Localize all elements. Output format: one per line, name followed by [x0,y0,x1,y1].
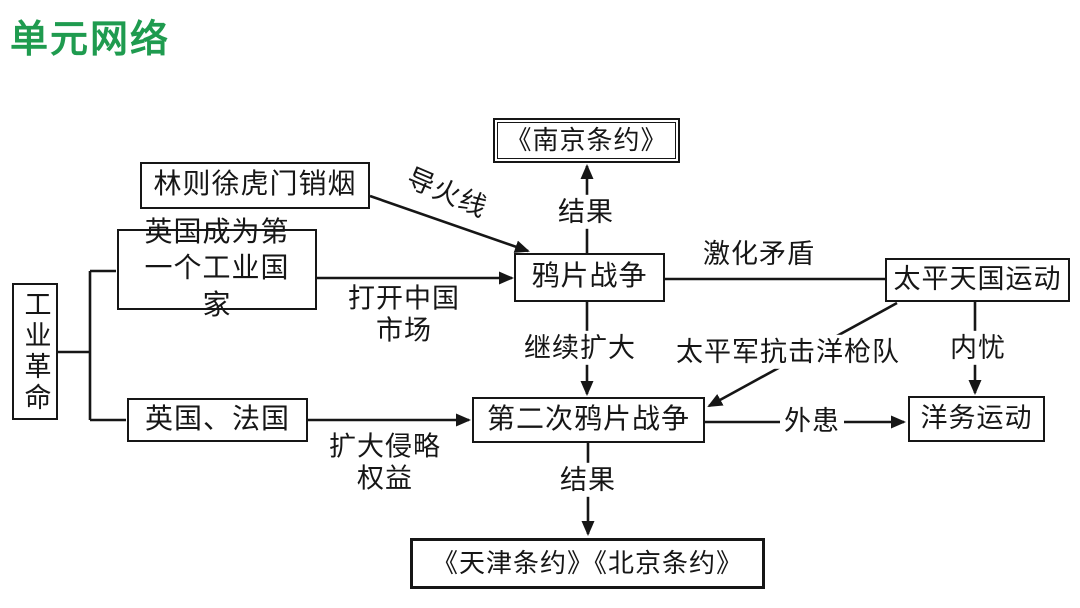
node-label: 太平天国运动 [893,264,1062,295]
node-treaty-nanjing: 《南京条约》 [493,118,680,163]
edge-label-internal: 内忧 [946,330,1010,366]
node-label: 鸦片战争 [531,261,648,293]
page-title: 单元网络 [10,19,171,61]
node-label: 林则徐虎门销烟 [153,169,357,201]
edge-label-result-bottom: 结果 [556,462,620,498]
node-label: 《南京条约》 [505,125,668,155]
node-label: 工业革命 [20,289,51,414]
node-taiping-movement: 太平天国运动 [885,258,1070,302]
node-opium-war: 鸦片战争 [514,253,665,302]
node-label: 英国成为第一个工业国家 [144,216,290,321]
node-second-opium-war: 第二次鸦片战争 [472,397,705,443]
node-industrial-revolution: 工业革命 [12,283,58,420]
node-label: 《天津条约》《北京条约》 [431,548,743,578]
node-label: 英国、法国 [144,403,290,435]
edge-label-taiping-resist: 太平军抗击洋枪队 [672,334,904,370]
edge-label-external: 外患 [780,403,844,439]
edge-label-result-top: 结果 [554,194,618,230]
node-lin-zexu: 林则徐虎门销烟 [140,162,370,209]
edge-label-expand-rights: 扩大侵略权益 [326,430,444,496]
edge-fuse [369,194,530,253]
node-label: 第二次鸦片战争 [486,403,690,435]
node-label: 洋务运动 [920,403,1033,434]
node-westernization-movement: 洋务运动 [908,396,1045,442]
node-treaties-tianjin-beijing: 《天津条约》《北京条约》 [410,538,765,589]
edge-label-continue: 继续扩大 [520,330,640,366]
node-britain-france: 英国、法国 [127,398,308,442]
edge-label-open-market: 打开中国市场 [345,282,463,348]
edge-label-intensify: 激化矛盾 [699,236,819,272]
node-britain-first-industrial: 英国成为第一个工业国家 [117,217,317,321]
edge-bracket [58,269,126,422]
